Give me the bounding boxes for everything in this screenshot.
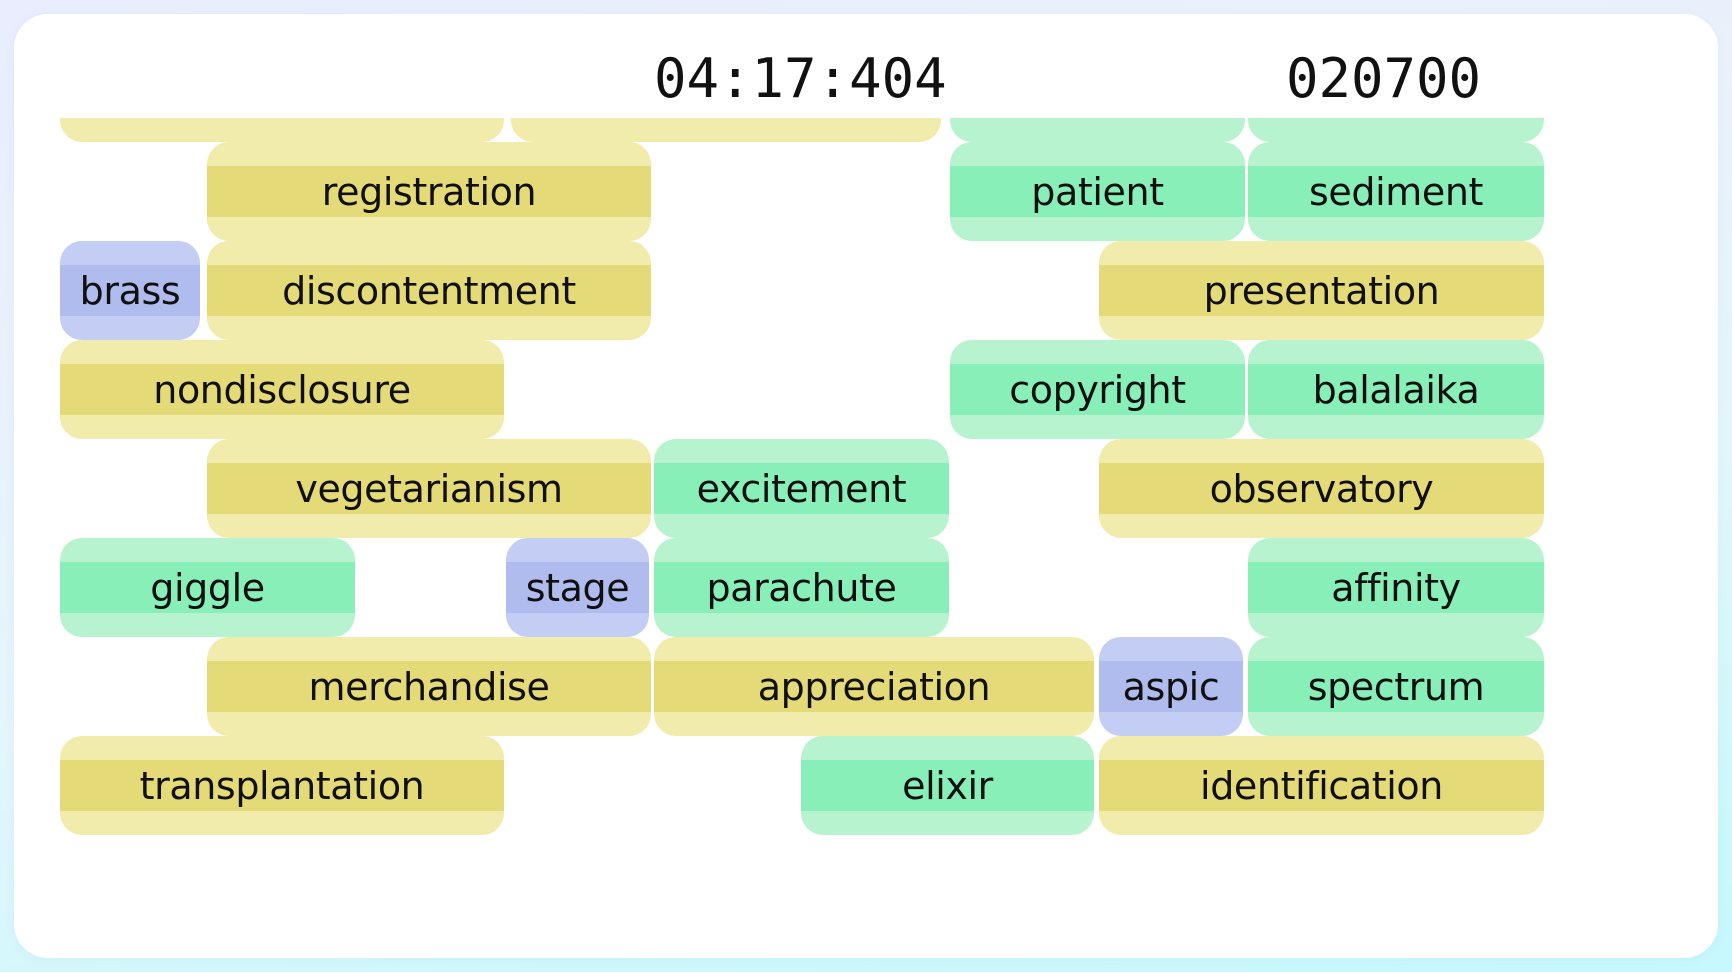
word-pill-excitement[interactable]: excitement [654, 439, 949, 538]
timer-display: 04:17:404 [654, 47, 947, 110]
pill-band [506, 562, 649, 613]
word-pill-registration[interactable]: registration [207, 142, 651, 241]
pill-label: observatory [1209, 466, 1434, 511]
pill-label: elixir [902, 763, 993, 808]
pill-label: patient [1031, 169, 1164, 214]
word-board-card: 04:17:404 020700 registration patient sedi… [14, 14, 1718, 958]
pill-band [1248, 661, 1544, 712]
pill-band [1099, 760, 1544, 811]
pill-label: appreciation [757, 664, 991, 709]
pill-label: copyright [1009, 367, 1186, 412]
pill-label: identification [1200, 763, 1443, 808]
pill-band [1248, 364, 1544, 415]
pill-band [207, 463, 651, 514]
word-pill-board: registration patient sediment brass disconte… [14, 43, 1718, 958]
word-pill-nondisclosure[interactable]: nondisclosure [60, 340, 504, 439]
pill-band [207, 166, 651, 217]
pill-label: transplantation [139, 763, 425, 808]
pill-label: vegetarianism [295, 466, 563, 511]
pill-row: nondisclosure copyright balalaika [14, 340, 1718, 439]
pill-label: nondisclosure [153, 367, 411, 412]
pill-label: discontentment [282, 268, 576, 313]
pill-label: sediment [1308, 169, 1484, 214]
word-pill-affinity[interactable]: affinity [1248, 538, 1544, 637]
word-pill-stage[interactable]: stage [506, 538, 649, 637]
word-pill-spectrum[interactable]: spectrum [1248, 637, 1544, 736]
pill-label: excitement [696, 466, 907, 511]
pill-band [60, 364, 504, 415]
word-pill-transplantation[interactable]: transplantation [60, 736, 504, 835]
word-pill-identification[interactable]: identification [1099, 736, 1544, 835]
pill-band [1248, 166, 1544, 217]
pill-band [950, 364, 1245, 415]
word-pill-patient[interactable]: patient [950, 142, 1245, 241]
word-pill-brass[interactable]: brass [60, 241, 200, 340]
pill-label: registration [321, 169, 537, 214]
pill-band [207, 265, 651, 316]
word-pill-observatory[interactable]: observatory [1099, 439, 1544, 538]
pill-band [207, 661, 651, 712]
pill-band [950, 166, 1245, 217]
pill-row: vegetarianism excitement observatory [14, 439, 1718, 538]
pill-band [1248, 562, 1544, 613]
word-pill-sediment[interactable]: sediment [1248, 142, 1544, 241]
pill-label: aspic [1122, 664, 1220, 709]
word-pill-aspic[interactable]: aspic [1099, 637, 1243, 736]
word-pill-elixir[interactable]: elixir [801, 736, 1094, 835]
pill-label: giggle [150, 565, 265, 610]
pill-label: parachute [706, 565, 897, 610]
pill-band [1099, 265, 1544, 316]
pill-band [60, 265, 200, 316]
pill-band [60, 562, 355, 613]
word-pill-copyright[interactable]: copyright [950, 340, 1245, 439]
pill-row: giggle stage parachute affinity [14, 538, 1718, 637]
pill-row: brass discontentment presentation [14, 241, 1718, 340]
pill-label: balalaika [1312, 367, 1480, 412]
pill-band [1099, 661, 1243, 712]
pill-band [1099, 463, 1544, 514]
word-pill-appreciation[interactable]: appreciation [654, 637, 1094, 736]
score-counter-display: 020700 [1286, 47, 1482, 110]
pill-band [654, 562, 949, 613]
header-bar: 04:17:404 020700 [14, 14, 1718, 118]
word-pill-balalaika[interactable]: balalaika [1248, 340, 1544, 439]
pill-row: merchandise appreciation aspic spectrum [14, 637, 1718, 736]
pill-label: stage [525, 565, 630, 610]
word-pill-merchandise[interactable]: merchandise [207, 637, 651, 736]
word-pill-giggle[interactable]: giggle [60, 538, 355, 637]
pill-band [654, 463, 949, 514]
pill-label: brass [79, 268, 181, 313]
word-pill-discontentment[interactable]: discontentment [207, 241, 651, 340]
pill-row: transplantation elixir identification [14, 736, 1718, 835]
word-pill-parachute[interactable]: parachute [654, 538, 949, 637]
pill-label: presentation [1203, 268, 1440, 313]
word-pill-vegetarianism[interactable]: vegetarianism [207, 439, 651, 538]
pill-label: spectrum [1307, 664, 1485, 709]
pill-row: registration patient sediment [14, 142, 1718, 241]
pill-band [801, 760, 1094, 811]
pill-label: affinity [1331, 565, 1461, 610]
pill-band [654, 661, 1094, 712]
word-pill-presentation[interactable]: presentation [1099, 241, 1544, 340]
pill-band [60, 760, 504, 811]
pill-label: merchandise [308, 664, 550, 709]
